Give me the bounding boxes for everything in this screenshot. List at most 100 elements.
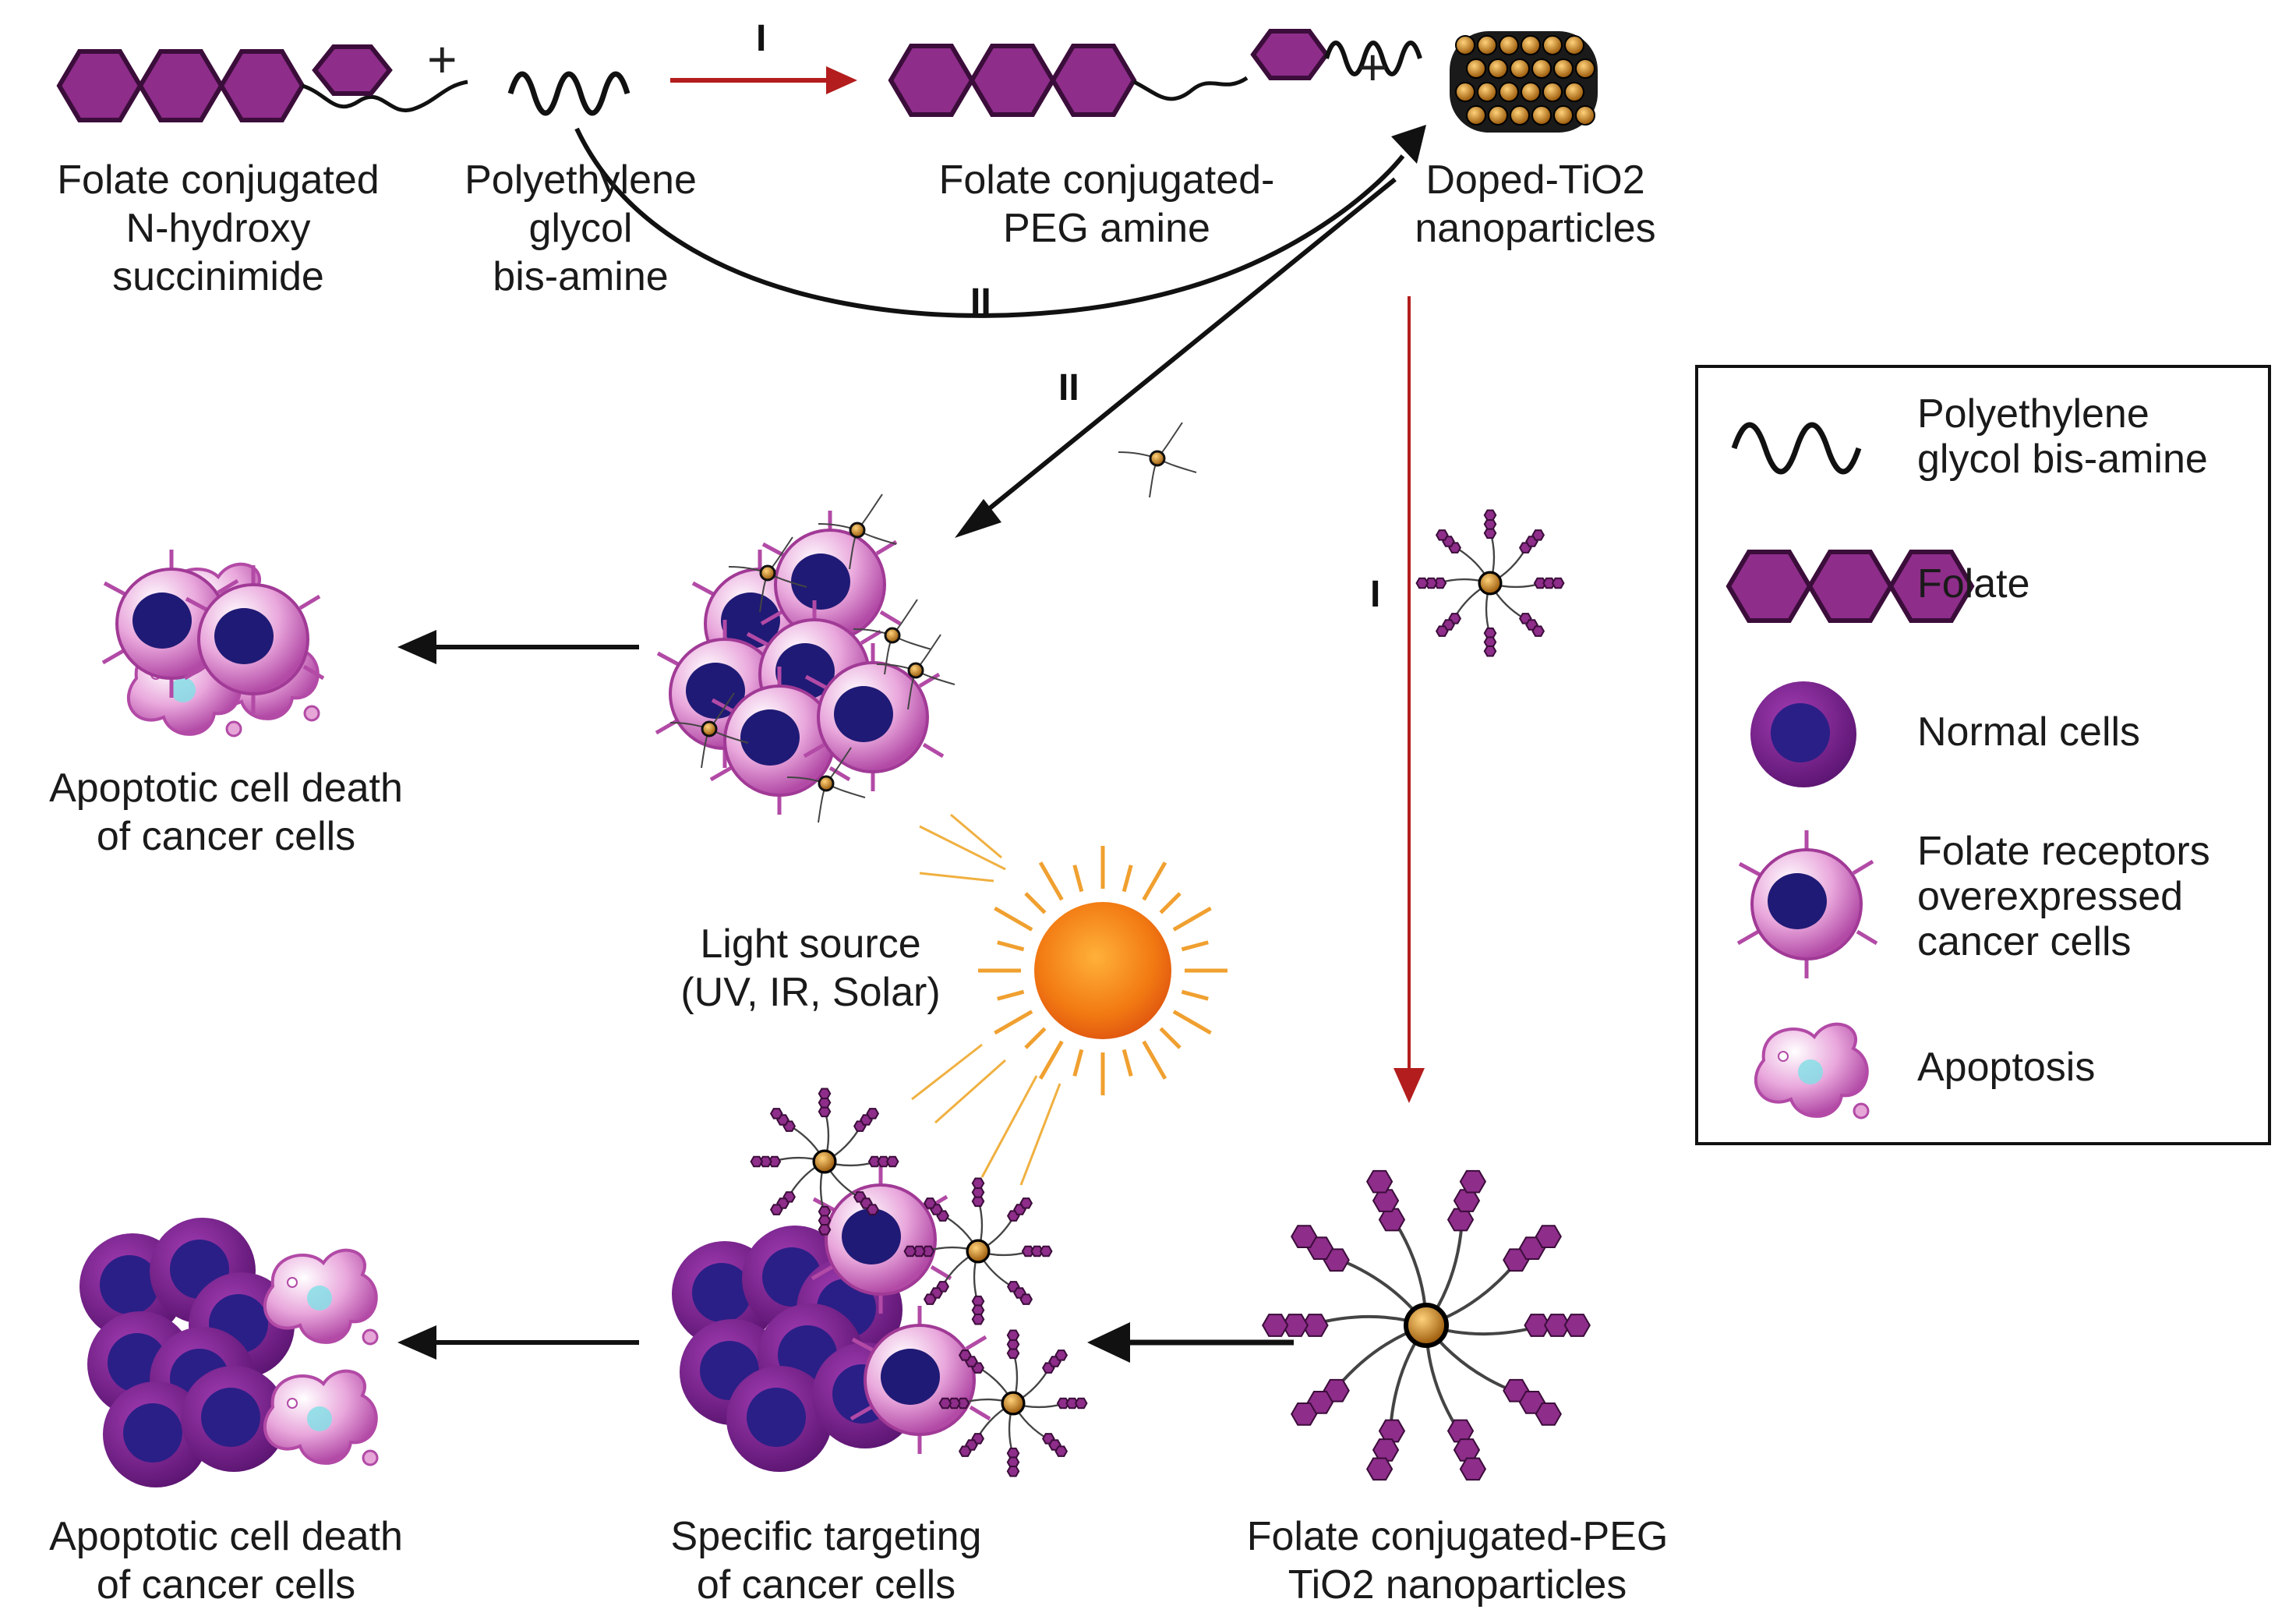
nhs-head — [312, 44, 393, 96]
folate-hexagon — [1378, 1419, 1406, 1443]
tio2-dot — [1488, 105, 1508, 126]
targeting-nanoparticles — [750, 1088, 1088, 1477]
tio2-dot — [1499, 82, 1519, 102]
folate-hexagon — [866, 1108, 880, 1119]
nanoparticle-core — [1001, 1391, 1026, 1416]
folate-hexagon — [1415, 577, 1429, 589]
sun-ray — [994, 906, 1033, 932]
folate-hexagon — [1378, 1208, 1406, 1232]
sun-ray — [1122, 1049, 1133, 1077]
folate-hexagon — [1483, 645, 1497, 657]
folate-hexagon — [1056, 1397, 1070, 1410]
folate-hexagon — [1006, 1465, 1020, 1477]
route-two-label-diagonal: II — [1058, 367, 1079, 409]
tio2-dot — [1477, 82, 1497, 102]
cancer-cell-cluster-peg — [656, 493, 956, 824]
folate-hexagon — [1483, 509, 1497, 522]
legend-label-folate: Folate — [1917, 561, 2030, 607]
folate-hexagon — [1262, 1314, 1289, 1337]
folate-hexagon — [1542, 577, 1556, 589]
light-source-sun — [911, 813, 1227, 1186]
sun-ray — [1172, 1010, 1212, 1035]
plus-sign-1: + — [427, 30, 457, 88]
folate-hexagon — [818, 1088, 832, 1100]
sun-ray — [1181, 940, 1209, 952]
tio2-dot — [1531, 105, 1552, 126]
folate-hexagon — [1543, 1314, 1571, 1337]
sun-ray — [1142, 1040, 1167, 1080]
folate-hexagon — [1459, 1457, 1487, 1481]
sun-ray — [1072, 1049, 1084, 1077]
folate-hexagon — [1323, 1248, 1350, 1272]
folate-hexagon — [1019, 1293, 1033, 1305]
arrow-to-apoptosis-top — [397, 630, 639, 664]
tio2-dot — [1521, 35, 1541, 55]
tio2-dot — [1455, 82, 1475, 102]
targeting-nanoparticle — [938, 1329, 1088, 1477]
folate-hexagon — [958, 1349, 972, 1361]
plus-sign-2: + — [1358, 38, 1388, 96]
tio2-dot — [1564, 35, 1584, 55]
folate-peg-amine-molecule — [891, 29, 1422, 115]
route-one-vertical-arrow — [1393, 296, 1425, 1103]
folate-nhs-molecule — [59, 39, 468, 120]
sun-ray — [994, 1010, 1033, 1035]
sun-ray — [997, 989, 1025, 1001]
nanoparticle-core — [812, 1149, 837, 1174]
sun-ray — [997, 940, 1025, 952]
folate-hexagon — [1435, 625, 1449, 637]
legend-label-peg: Polyethylene glycol bis-amine — [1917, 391, 2208, 482]
legend-label-normal: Normal cells — [1917, 709, 2141, 755]
folate-nanoparticle-small — [1415, 509, 1565, 657]
route-two-diagonal-arrow — [955, 177, 1397, 538]
arrow-to-apoptosis-bottom — [397, 1325, 639, 1360]
folate-hexagon — [1039, 1245, 1053, 1257]
legend-label-apoptosis: Apoptosis — [1917, 1045, 2096, 1090]
peg-coated-particle-small — [1117, 421, 1198, 499]
folate-hexagon — [1030, 1245, 1044, 1257]
folate-hexagon — [1054, 1349, 1069, 1361]
label-apoptosis-bottom: Apoptotic cell death of cancer cells — [49, 1514, 403, 1608]
sun-ray — [1142, 861, 1167, 901]
sun-ray — [1024, 892, 1047, 914]
folate-hexagon — [1291, 1225, 1318, 1248]
folate-hexagon — [1533, 577, 1547, 589]
arrow-to-targeting — [1087, 1322, 1294, 1363]
label-peg: Polyethylene glycol bis-amine — [464, 157, 697, 299]
tio2-dot — [1466, 105, 1486, 126]
folate-hexagon — [1459, 1169, 1487, 1194]
tio2-dot — [1499, 35, 1519, 55]
tio2-cluster-dots — [1455, 35, 1595, 126]
route-one-label-top: I — [756, 18, 767, 59]
folate-hexagon — [958, 1445, 972, 1457]
label-doped-tio2: Doped-TiO2 nanoparticles — [1415, 157, 1656, 251]
folate-hexagon — [1291, 1402, 1318, 1426]
tio2-dot — [1510, 58, 1530, 79]
tio2-dot — [1477, 35, 1497, 55]
tio2-dot — [1575, 58, 1595, 79]
nanoparticle-core — [966, 1239, 991, 1264]
folate-hexagon — [1074, 1397, 1088, 1410]
folate-hexagon — [769, 1204, 783, 1215]
label-folate-peg-amine: Folate conjugated- PEG amine — [938, 157, 1275, 251]
folate-hexagon — [750, 1155, 764, 1168]
targeting-nanoparticle — [903, 1177, 1053, 1325]
folate-hexagon — [1054, 1445, 1069, 1457]
folate-hexagon — [1535, 1402, 1562, 1426]
folate-hexagon — [1372, 1438, 1400, 1462]
dying-tumor-cluster — [79, 1218, 379, 1487]
peg-squiggle-top — [507, 71, 631, 116]
route-two-label-curve: II — [970, 281, 991, 323]
folate-hexagon — [971, 1177, 985, 1190]
folate-hexagon — [818, 1223, 832, 1236]
sun-ray — [1159, 1027, 1182, 1049]
nanoparticle-core — [1404, 1303, 1449, 1348]
folate-hexagon — [866, 1204, 880, 1215]
folate-hexagon — [923, 1197, 937, 1209]
folate-hexagon — [885, 1155, 899, 1168]
folate-hexagon — [1065, 1397, 1079, 1410]
legend-normal-cell-icon — [1750, 681, 1856, 787]
folate-hexagon — [1372, 1189, 1400, 1212]
targeting-nanoparticle — [750, 1088, 899, 1236]
